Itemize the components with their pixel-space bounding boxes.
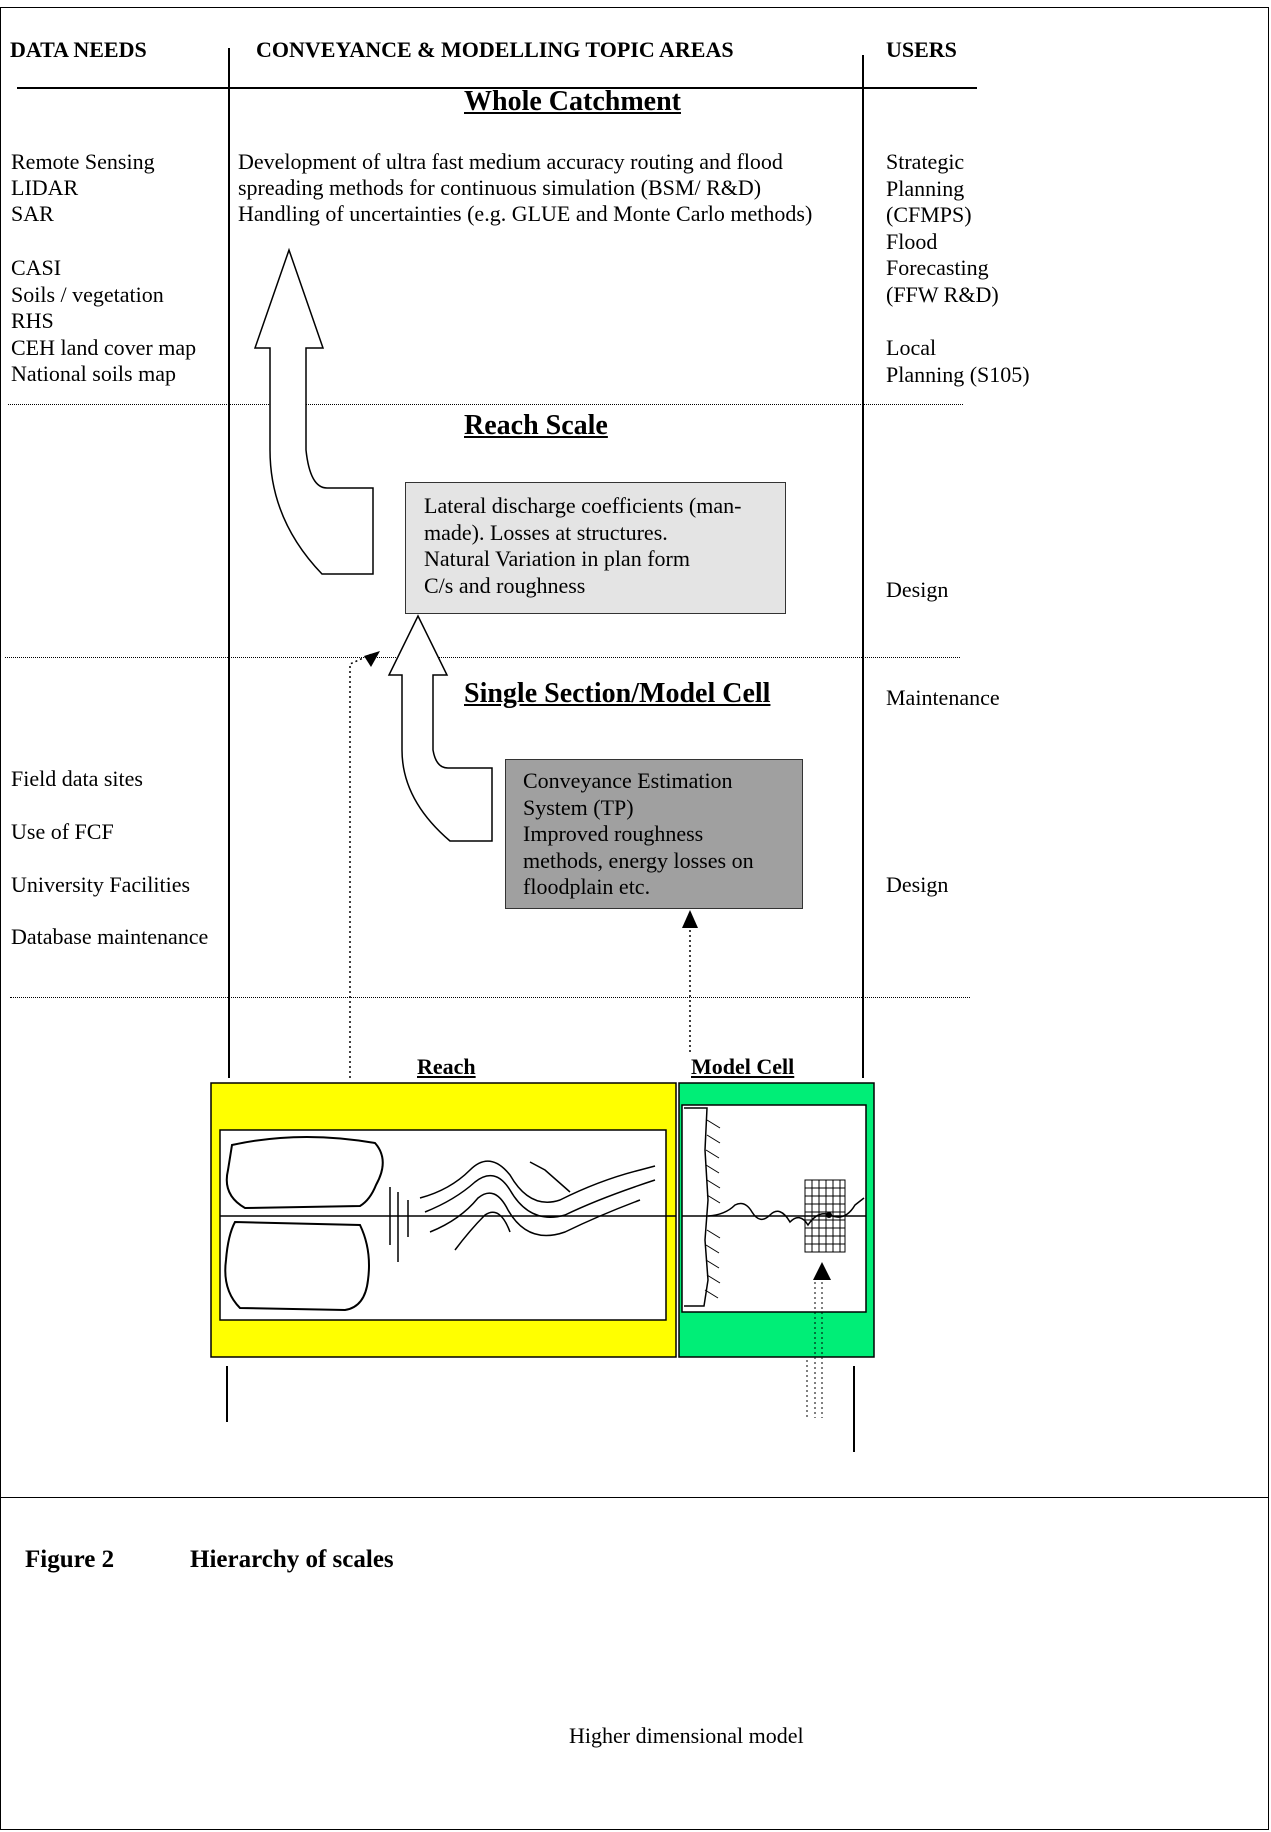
arrowhead-reach	[364, 651, 380, 667]
section-title-single-section: Single Section/Model Cell	[464, 678, 771, 709]
reach-label: Reach	[417, 1054, 476, 1079]
section-title-whole-catchment: Whole Catchment	[464, 86, 681, 117]
model-cell-label: Model Cell	[691, 1054, 795, 1079]
higher-dimensional-model-label: Higher dimensional model	[569, 1723, 804, 1748]
whole-catchment-data-needs-remote: Remote Sensing LIDAR SAR	[11, 149, 155, 226]
dotted-connector-reach	[349, 653, 373, 1078]
whole-catchment-users: Strategic Planning (CFMPS) Flood Forecas…	[886, 149, 999, 307]
reach-scale-users: Design	[886, 577, 949, 602]
arrowhead-cell	[682, 910, 698, 928]
header-topic-areas: CONVEYANCE & MODELLING TOPIC AREAS	[256, 37, 734, 62]
single-section-users-design: Design	[886, 872, 949, 897]
divider-dotted-1	[8, 404, 963, 405]
reach-inner-panel	[219, 1129, 667, 1321]
single-section-box-text: Conveyance Estimation System (TP) Improv…	[523, 768, 754, 899]
river-line-1	[419, 1160, 656, 1203]
data-needs-field-sites: Field data sites	[11, 766, 143, 791]
right-column-divider	[862, 55, 864, 1078]
river-line-5	[529, 1161, 571, 1193]
bank-hatching	[704, 1119, 721, 1299]
single-section-box: Conveyance Estimation System (TP) Improv…	[505, 759, 803, 909]
river-line-3	[429, 1192, 641, 1237]
reach-blob-lower	[224, 1220, 370, 1312]
upward-arrow-large	[253, 247, 374, 575]
river-line-4	[454, 1211, 511, 1251]
divider-dotted-3	[10, 997, 970, 998]
data-needs-fcf: Use of FCF	[11, 819, 114, 844]
caption-rule	[0, 1497, 1269, 1498]
data-needs-database: Database maintenance	[11, 924, 209, 949]
reach-scale-box-text: Lateral discharge coefficients (man- mad…	[424, 493, 742, 598]
figure-frame	[0, 7, 1269, 1830]
river-line-2	[424, 1174, 656, 1218]
reach-scale-box: Lateral discharge coefficients (man- mad…	[405, 482, 786, 614]
header-data-needs: DATA NEEDS	[10, 37, 147, 62]
header-rule	[17, 87, 977, 89]
single-section-users-maintenance: Maintenance	[886, 685, 1000, 710]
divider-dotted-2	[5, 657, 960, 658]
model-cell-inner-panel	[681, 1104, 867, 1313]
arrowhead-higher-dim	[813, 1262, 831, 1280]
reach-blob-upper	[225, 1135, 384, 1210]
model-grid	[804, 1179, 846, 1253]
upward-arrow-small	[387, 614, 493, 842]
caption-number: Figure 2	[25, 1546, 115, 1573]
grid-point	[826, 1212, 832, 1218]
caption-title: Hierarchy of scales	[190, 1546, 394, 1573]
whole-catchment-topic-text: Development of ultra fast medium accurac…	[238, 149, 813, 226]
left-column-divider	[228, 48, 230, 1078]
whole-catchment-data-needs-land: CASI Soils / vegetation RHS CEH land cov…	[11, 255, 197, 386]
section-title-reach-scale: Reach Scale	[464, 410, 608, 441]
header-users: USERS	[886, 37, 957, 62]
data-needs-university: University Facilities	[11, 872, 191, 897]
cross-section-bank	[684, 1107, 709, 1307]
whole-catchment-users-local: Local Planning (S105)	[886, 335, 1030, 387]
